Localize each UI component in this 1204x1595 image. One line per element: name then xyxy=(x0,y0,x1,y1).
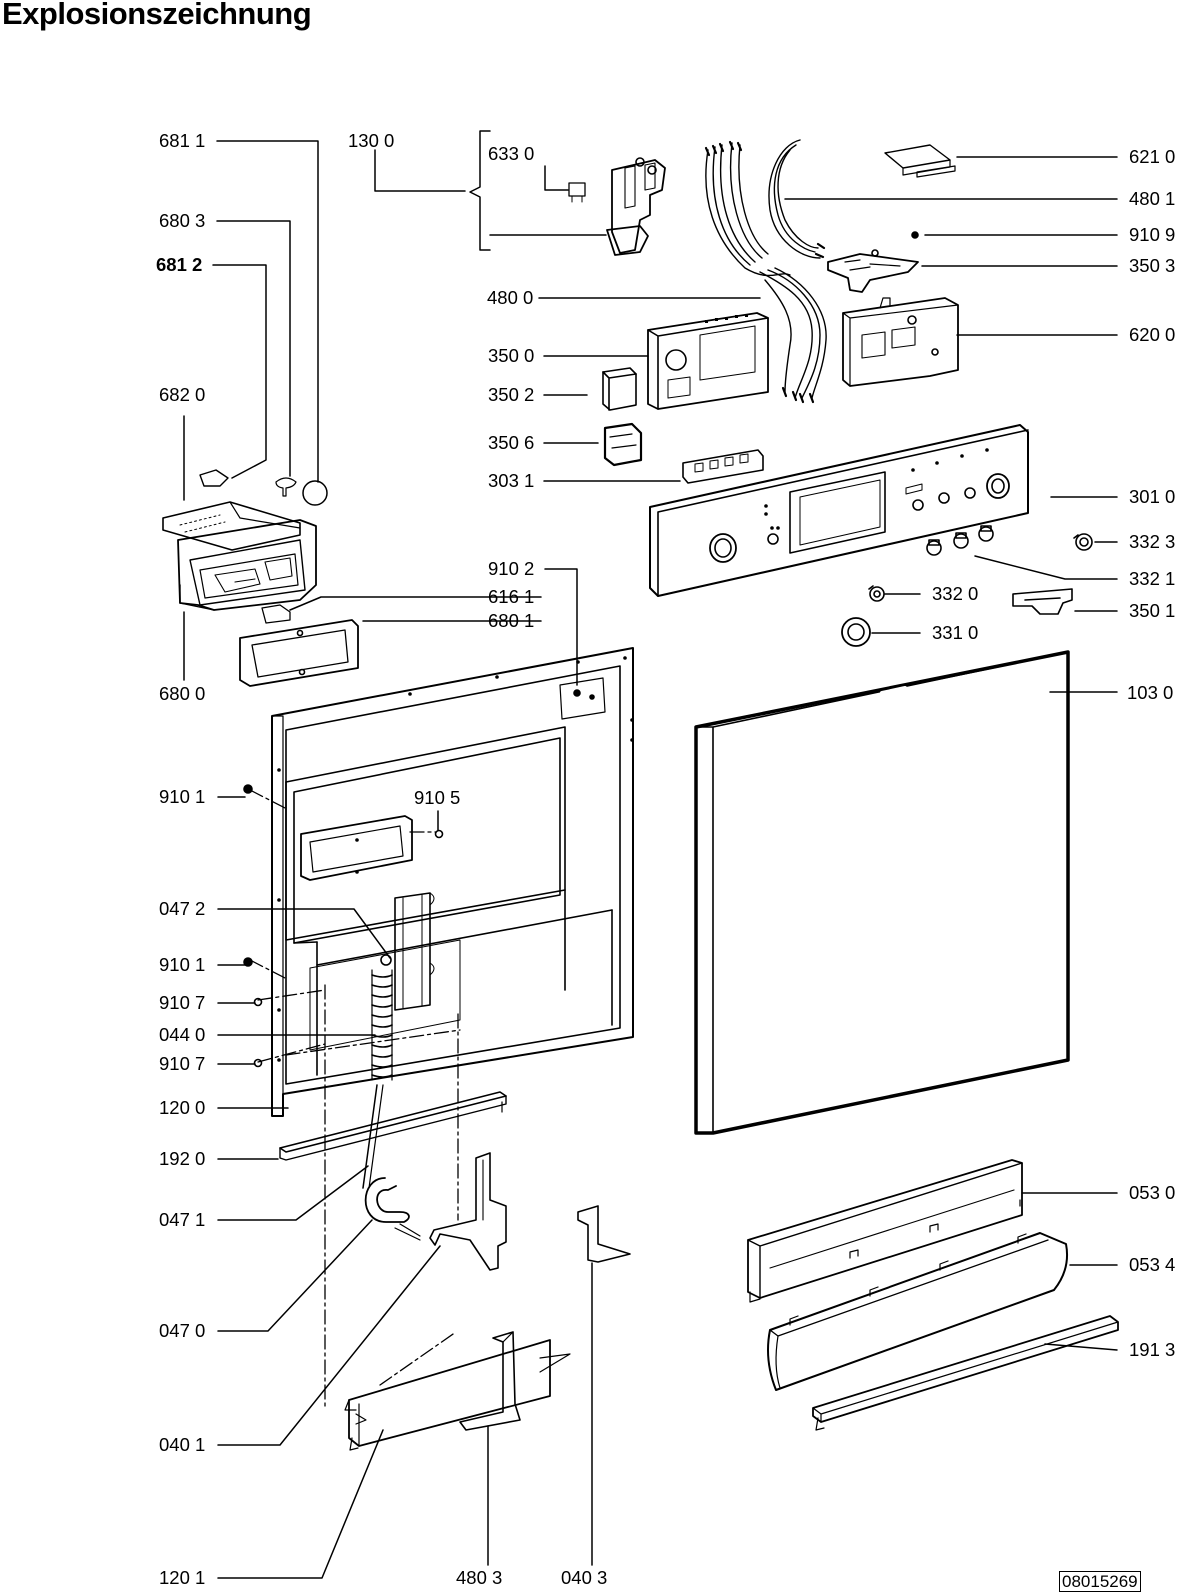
label-680-0: 680 0 xyxy=(159,683,206,704)
label-680-3: 680 3 xyxy=(159,210,206,231)
label-120-1: 120 1 xyxy=(159,1567,206,1588)
inner-door-panel xyxy=(271,647,634,1117)
label-103-0: 103 0 xyxy=(1127,682,1174,703)
assembly-lines xyxy=(249,789,461,1411)
label-047-2: 047 2 xyxy=(159,898,206,919)
label-130-0: 130 0 xyxy=(348,130,395,151)
label-120-0: 120 0 xyxy=(159,1097,206,1118)
label-332-0: 332 0 xyxy=(932,583,979,604)
rails-and-brackets xyxy=(279,1091,631,1451)
page-title: Explosionszeichnung xyxy=(2,0,312,31)
label-191-3: 191 3 xyxy=(1129,1339,1176,1360)
label-301-0: 301 0 xyxy=(1129,486,1176,507)
label-681-2: 681 2 xyxy=(156,254,203,275)
label-682-0: 682 0 xyxy=(159,384,206,405)
label-350-0: 350 0 xyxy=(488,345,535,366)
label-910-7-upper: 910 7 xyxy=(159,992,206,1013)
electronic-module xyxy=(602,312,769,484)
label-047-0: 047 0 xyxy=(159,1320,206,1341)
label-332-3: 332 3 xyxy=(1129,531,1176,552)
label-192-0: 192 0 xyxy=(159,1148,206,1169)
label-910-9: 910 9 xyxy=(1129,224,1176,245)
label-910-2: 910 2 xyxy=(488,558,535,579)
label-053-4: 053 4 xyxy=(1129,1254,1176,1275)
label-350-2: 350 2 xyxy=(488,384,535,405)
label-620-0: 620 0 xyxy=(1129,324,1176,345)
label-616-1: 616 1 xyxy=(488,586,535,607)
label-331-0: 331 0 xyxy=(932,622,979,643)
leader-lines xyxy=(183,130,1118,1579)
label-910-1-upper: 910 1 xyxy=(159,786,206,807)
label-350-6: 350 6 xyxy=(488,432,535,453)
label-350-1: 350 1 xyxy=(1129,600,1176,621)
label-040-3: 040 3 xyxy=(561,1567,608,1588)
label-332-1: 332 1 xyxy=(1129,568,1176,589)
label-040-1: 040 1 xyxy=(159,1434,206,1455)
label-480-0: 480 0 xyxy=(487,287,534,308)
plinth-parts xyxy=(747,1159,1119,1431)
label-047-1: 047 1 xyxy=(159,1209,206,1230)
label-350-3: 350 3 xyxy=(1129,255,1176,276)
label-044-0: 044 0 xyxy=(159,1024,206,1045)
outer-door-panel xyxy=(694,650,1070,1135)
control-panel-fascia xyxy=(649,424,1029,597)
spring-and-cable xyxy=(362,954,421,1241)
label-681-1: 681 1 xyxy=(159,130,206,151)
label-303-1: 303 1 xyxy=(488,470,535,491)
label-910-1-lower: 910 1 xyxy=(159,954,206,975)
door-lock-and-modules xyxy=(568,144,959,387)
knobs-and-buttons xyxy=(841,525,1093,647)
label-053-0: 053 0 xyxy=(1129,1182,1176,1203)
label-910-7-lower: 910 7 xyxy=(159,1053,206,1074)
drawing-number: 08015269 xyxy=(1059,1571,1141,1592)
label-480-3: 480 3 xyxy=(456,1567,503,1588)
label-633-0: 633 0 xyxy=(488,143,535,164)
label-621-0: 621 0 xyxy=(1129,146,1176,167)
wire-harnesses xyxy=(704,139,827,404)
label-480-1: 480 1 xyxy=(1129,188,1176,209)
label-680-1: 680 1 xyxy=(488,610,535,631)
label-910-5: 910 5 xyxy=(414,787,461,808)
screws xyxy=(243,784,444,1068)
detergent-dispenser xyxy=(162,469,359,687)
